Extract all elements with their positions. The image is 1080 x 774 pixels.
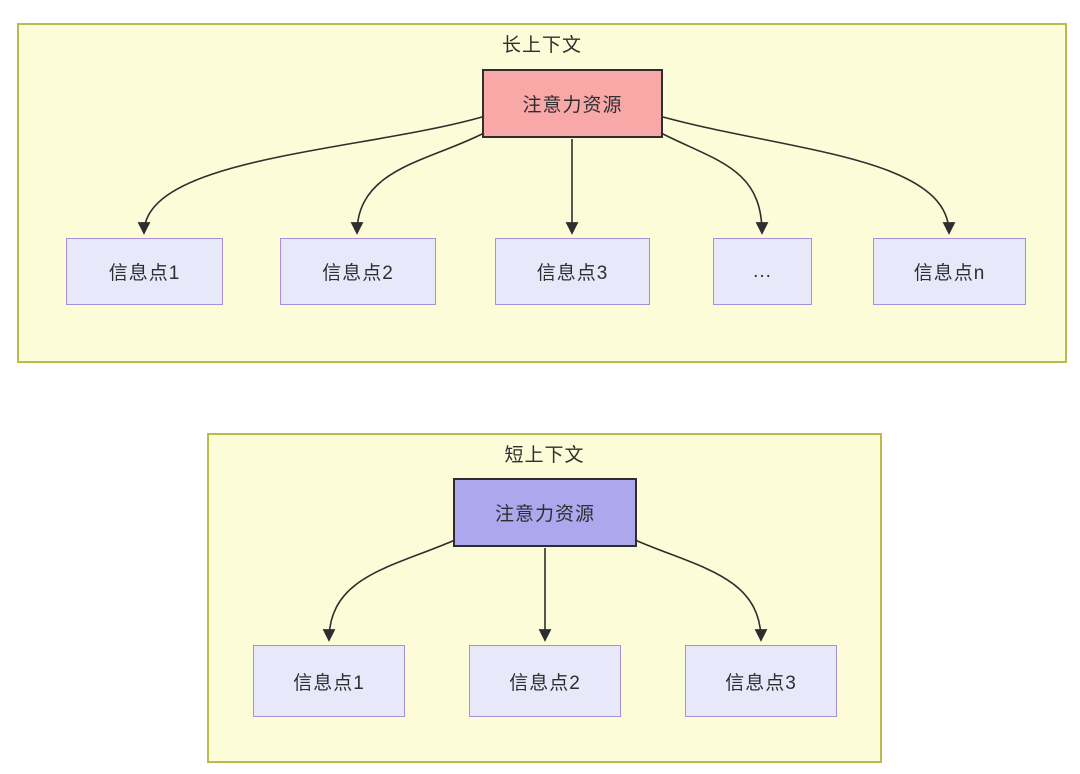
short-info-box-1: 信息点1 [253,645,405,717]
long-info-box-3: 信息点3 [495,238,650,305]
short-info-label-2: 信息点2 [509,672,581,694]
long-info-label-3: 信息点3 [536,263,609,284]
short-info-label-3: 信息点3 [725,672,797,694]
long-info-label-1: 信息点1 [108,263,181,284]
long-info-label-ellipsis: ... [753,260,772,282]
long-info-label-n: 信息点n [913,263,986,284]
long-info-box-n: 信息点n [873,238,1026,305]
long-attention-box: 注意力资源 [482,69,663,138]
long-info-box-1: 信息点1 [66,238,223,305]
long-attention-label: 注意力资源 [522,95,623,116]
short-attention-box: 注意力资源 [453,478,637,547]
short-context-title: 短上下文 [504,445,585,466]
long-context-title: 长上下文 [501,35,582,56]
short-info-box-3: 信息点3 [685,645,837,717]
short-attention-label: 注意力资源 [494,504,595,525]
long-info-box-2: 信息点2 [280,238,436,305]
short-info-box-2: 信息点2 [469,645,621,717]
long-info-label-2: 信息点2 [322,263,394,284]
long-info-box-ellipsis: ... [713,238,812,305]
short-info-label-1: 信息点1 [293,672,365,694]
